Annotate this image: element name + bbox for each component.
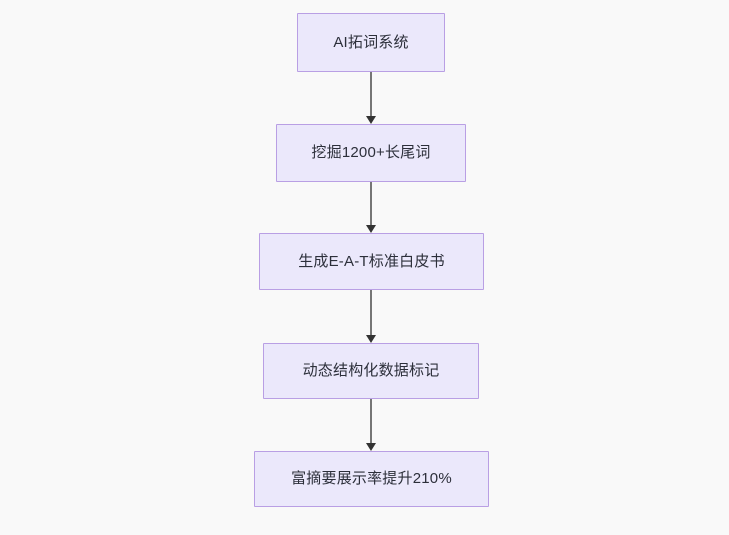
flow-edge-2-3-arrowhead: [366, 225, 376, 233]
flow-node-1-label: AI拓词系统: [333, 33, 409, 51]
flow-node-5[interactable]: 富摘要展示率提升210%: [254, 451, 489, 507]
flow-edge-1-2-arrowhead: [366, 116, 376, 124]
flow-edge-3-4: [366, 290, 376, 343]
flow-node-4[interactable]: 动态结构化数据标记: [263, 343, 479, 399]
flow-node-1[interactable]: AI拓词系统: [297, 13, 445, 72]
flow-node-2[interactable]: 挖掘1200+长尾词: [276, 124, 466, 182]
flow-edge-3-4-arrowhead: [366, 335, 376, 343]
flow-node-3-label: 生成E-A-T标准白皮书: [298, 252, 445, 270]
flow-node-5-label: 富摘要展示率提升210%: [291, 470, 452, 487]
flow-node-3[interactable]: 生成E-A-T标准白皮书: [259, 233, 484, 290]
flow-edge-1-2: [366, 72, 376, 124]
flow-edge-3-4-line: [370, 290, 372, 336]
flow-node-2-label: 挖掘1200+长尾词: [311, 144, 431, 161]
flow-edge-4-5: [366, 399, 376, 451]
flow-edge-2-3-line: [370, 182, 372, 226]
flow-edge-1-2-line: [370, 72, 372, 117]
flow-edge-4-5-arrowhead: [366, 443, 376, 451]
flow-edge-4-5-line: [370, 399, 372, 444]
flow-node-4-label: 动态结构化数据标记: [302, 362, 440, 379]
flow-edge-2-3: [366, 182, 376, 233]
